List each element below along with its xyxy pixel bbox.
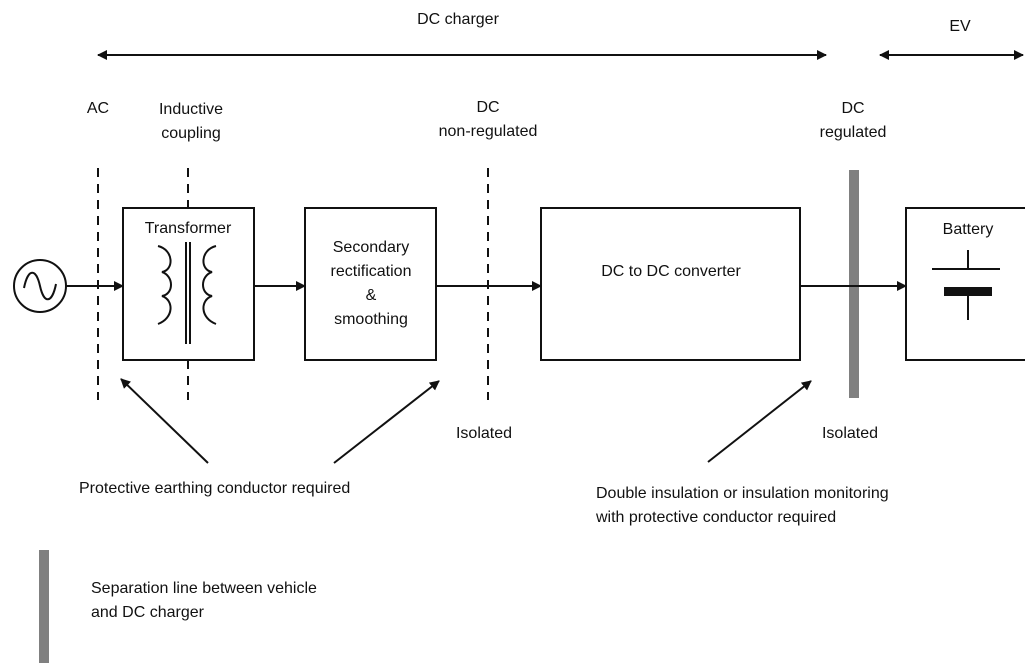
rectification-label-line2: rectification: [330, 263, 412, 280]
earthing-pointer-arrow-left: [120, 378, 209, 464]
insulation-pointer-arrow: [707, 380, 812, 463]
dc-non-regulated-label-line1: DC: [476, 99, 500, 116]
isolated-label-right: Isolated: [821, 425, 879, 442]
battery-icon: [932, 250, 1000, 320]
battery-label: Battery: [942, 221, 994, 238]
insulation-note-line1: Double insulation or insulation monitori…: [596, 485, 889, 502]
isolated-label-left: Isolated: [455, 425, 513, 442]
transformer-coil-icon: [157, 242, 217, 344]
inductive-coupling-label-line2: coupling: [161, 125, 221, 142]
dc-regulated-label-line2: regulated: [819, 124, 887, 141]
ac-source-icon: [13, 259, 67, 313]
legend-separation-bar: [39, 550, 49, 663]
transformer-label: Transformer: [144, 220, 232, 237]
legend-text-line2: and DC charger: [91, 604, 204, 621]
dc-regulated-label-line1: DC: [841, 100, 865, 117]
rectification-block: [304, 207, 437, 361]
rectification-label-line3: &: [365, 287, 377, 304]
vehicle-charger-separation-bar: [849, 170, 859, 398]
earthing-note: Protective earthing conductor required: [79, 480, 351, 497]
rectification-label-line1: Secondary: [332, 239, 410, 256]
legend-text-line1: Separation line between vehicle: [91, 580, 317, 597]
dc-non-regulated-label-line2: non-regulated: [438, 123, 538, 140]
dc-dc-converter-block: [540, 207, 801, 361]
ev-scope-label: EV: [949, 18, 971, 35]
inductive-coupling-label-line1: Inductive: [158, 101, 224, 118]
insulation-note-line2: with protective conductor required: [596, 509, 837, 526]
dc-charger-scope-label: DC charger: [417, 11, 499, 28]
earthing-pointer-arrow-right: [333, 380, 440, 464]
ac-stage-label: AC: [86, 100, 110, 117]
rectification-label-line4: smoothing: [334, 311, 408, 328]
dc-dc-converter-label: DC to DC converter: [601, 263, 741, 280]
